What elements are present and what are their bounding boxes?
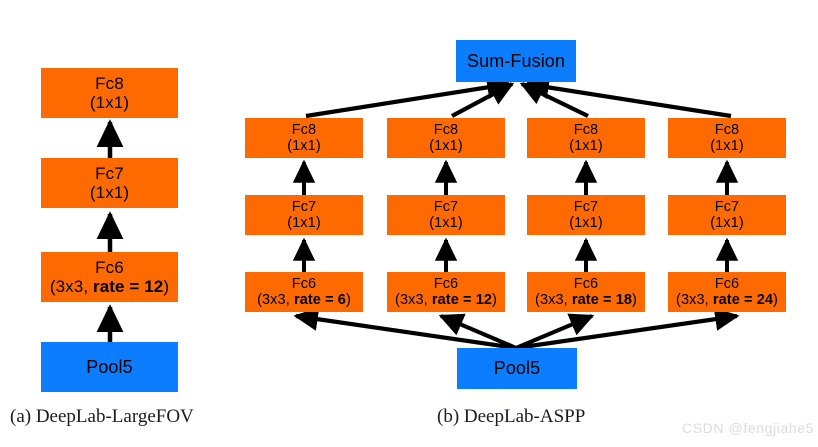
- panel-a-node-fc6-rate: rate = 12: [92, 277, 164, 296]
- panel-a-node-fc6-kernel-prefix: (3x3,: [49, 277, 93, 296]
- panel-b-branch-3-node-fc6-kernel: (3x3, rate = 18): [535, 292, 637, 308]
- panel-b-branch-2-node-fc6[interactable]: Fc6 (3x3, rate = 12): [387, 272, 505, 312]
- panel-b-branch-2-node-fc6-kernel: (3x3, rate = 12): [395, 292, 497, 308]
- panel-b-branch-2-node-fc6-kernel-suffix: ): [492, 292, 497, 308]
- panel-b-branch-3-node-fc8[interactable]: Fc8 (1x1): [527, 118, 645, 158]
- panel-b-branch-1-node-fc6-rate: rate = 6: [293, 292, 346, 308]
- panel-b-branch-2-node-fc7-title: Fc7: [433, 198, 459, 215]
- panel-a-node-pool5-title: Pool5: [86, 356, 133, 377]
- arrow-b-pool5-to-fc6-2: [438, 313, 517, 350]
- panel-b-branch-1-node-fc6[interactable]: Fc6 (3x3, rate = 6): [245, 272, 363, 312]
- panel-b-branch-1-node-fc7[interactable]: Fc7 (1x1): [245, 195, 363, 235]
- panel-b-branch-1-node-fc7-title: Fc7: [291, 198, 317, 215]
- panel-b-branch-1-node-fc8[interactable]: Fc8 (1x1): [245, 118, 363, 158]
- panel-b-branch-1-node-fc8-title: Fc8: [291, 121, 317, 138]
- panel-b-branch-2-node-fc8-kernel: (1x1): [429, 138, 463, 154]
- panel-b-branch-4-node-fc8-title: Fc8: [714, 121, 740, 138]
- panel-b-node-sum-fusion-title: Sum-Fusion: [466, 50, 566, 71]
- arrow-b-fc8-4-to-fusion: [524, 75, 732, 119]
- panel-a-node-fc8-title: Fc8: [95, 73, 124, 93]
- panel-b-branch-1-node-fc8-kernel: (1x1): [287, 138, 321, 154]
- panel-a-node-fc6-kernel: (3x3, rate = 12): [50, 277, 169, 296]
- panel-b-branch-4-node-fc7-title: Fc7: [714, 198, 740, 215]
- panel-a-node-fc7-title: Fc7: [95, 163, 124, 183]
- panel-b-branch-3-node-fc6-rate: rate = 18: [571, 292, 633, 308]
- panel-b-branch-2-node-fc8[interactable]: Fc8 (1x1): [387, 118, 505, 158]
- panel-a-node-pool5[interactable]: Pool5: [41, 342, 178, 392]
- arrow-b-pool5-to-fc6-4: [515, 307, 740, 351]
- panel-b-branch-4-node-fc6[interactable]: Fc6 (3x3, rate = 24): [668, 272, 786, 312]
- panel-b-branch-1-node-fc6-kernel-prefix: (3x3,: [257, 292, 294, 308]
- panel-a-node-fc6-kernel-suffix: ): [163, 277, 170, 296]
- panel-b-branch-2-node-fc7[interactable]: Fc7 (1x1): [387, 195, 505, 235]
- panel-b-branch-2-node-fc6-kernel-prefix: (3x3,: [395, 292, 432, 308]
- watermark-text: CSDN @fengjiahe5: [682, 420, 814, 436]
- panel-a-node-fc6[interactable]: Fc6 (3x3, rate = 12): [41, 252, 178, 302]
- panel-b-branch-4-node-fc6-kernel-prefix: (3x3,: [676, 292, 713, 308]
- panel-b-branch-2-node-fc7-kernel: (1x1): [429, 215, 463, 231]
- panel-b-branch-4-node-fc6-title: Fc6: [714, 275, 740, 292]
- arrow-b-fc8-1-to-fusion: [305, 75, 512, 119]
- panel-b-branch-4-node-fc6-rate: rate = 24: [712, 292, 774, 308]
- panel-b-node-pool5[interactable]: Pool5: [457, 348, 577, 389]
- panel-b-branch-4-node-fc6-kernel: (3x3, rate = 24): [676, 292, 778, 308]
- panel-b-branch-4-node-fc7-kernel: (1x1): [710, 215, 744, 231]
- panel-b-branch-4-node-fc8-kernel: (1x1): [710, 138, 744, 154]
- arrow-b-pool5-to-fc6-3: [515, 313, 595, 350]
- panel-a-node-fc8-kernel: (1x1): [89, 93, 130, 112]
- panel-b-branch-3-node-fc8-title: Fc8: [573, 121, 599, 138]
- panel-b-branch-3-node-fc8-kernel: (1x1): [569, 138, 603, 154]
- panel-b-branch-4-node-fc7[interactable]: Fc7 (1x1): [668, 195, 786, 235]
- panel-b-branch-3-node-fc6-kernel-prefix: (3x3,: [535, 292, 572, 308]
- panel-b-branch-3-node-fc6[interactable]: Fc6 (3x3, rate = 18): [527, 272, 645, 312]
- panel-b-branch-3-node-fc7[interactable]: Fc7 (1x1): [527, 195, 645, 235]
- panel-a-node-fc6-title: Fc6: [95, 257, 124, 277]
- panel-b-branch-2-node-fc8-title: Fc8: [433, 121, 459, 138]
- panel-b-branch-1-node-fc7-kernel: (1x1): [287, 215, 321, 231]
- panel-b-branch-1-node-fc6-title: Fc6: [291, 275, 317, 292]
- panel-b-branch-2-node-fc6-rate: rate = 12: [431, 292, 493, 308]
- arrow-b-fc8-3-to-fusion: [519, 82, 589, 118]
- panel-b-node-sum-fusion[interactable]: Sum-Fusion: [456, 40, 576, 82]
- panel-a-node-fc7-kernel: (1x1): [89, 183, 130, 202]
- arrow-b-pool5-to-fc6-1: [293, 307, 517, 351]
- panel-b-branch-1-node-fc6-kernel-suffix: ): [345, 292, 351, 308]
- panel-a-node-fc8[interactable]: Fc8 (1x1): [41, 68, 178, 118]
- panel-a-caption: (a) DeepLab-LargeFOV: [10, 406, 194, 427]
- panel-b-branch-4-node-fc8[interactable]: Fc8 (1x1): [668, 118, 786, 158]
- panel-b-branch-3-node-fc6-kernel-suffix: ): [632, 292, 637, 308]
- panel-b-branch-3-node-fc7-title: Fc7: [573, 198, 599, 215]
- panel-b-branch-2-node-fc6-title: Fc6: [433, 275, 459, 292]
- arrow-b-fc8-2-to-fusion: [451, 82, 515, 118]
- panel-b-node-pool5-title: Pool5: [493, 358, 541, 379]
- panel-b-caption: (b) DeepLab-ASPP: [437, 406, 586, 427]
- panel-b-branch-1-node-fc6-kernel: (3x3, rate = 6): [257, 292, 351, 308]
- panel-b-branch-3-node-fc6-title: Fc6: [573, 275, 599, 292]
- panel-b-branch-3-node-fc7-kernel: (1x1): [569, 215, 603, 231]
- panel-b-branch-4-node-fc6-kernel-suffix: ): [773, 292, 778, 308]
- panel-a-node-fc7[interactable]: Fc7 (1x1): [41, 158, 178, 208]
